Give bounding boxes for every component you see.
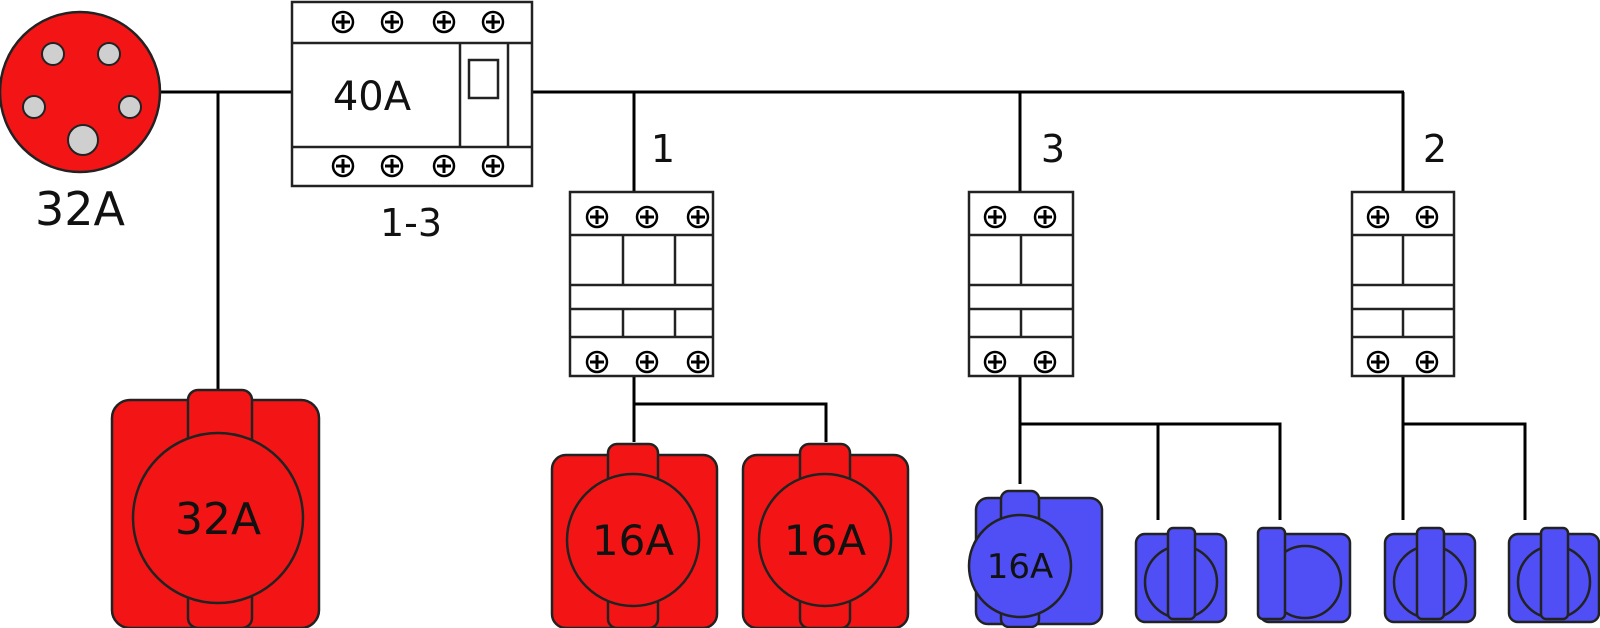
- screw-icon: [686, 205, 710, 229]
- screw-icon: [983, 205, 1007, 229]
- screw-icon: [1415, 350, 1439, 374]
- outlet-face: [757, 472, 893, 608]
- outlet-lid: [1256, 526, 1287, 621]
- main-breaker-caption: 1-3: [380, 201, 442, 245]
- circuit-label: 3: [1041, 127, 1065, 171]
- screw-icon: [331, 10, 355, 34]
- screw-icon: [585, 350, 609, 374]
- screw-icon: [331, 154, 355, 178]
- screw-icon: [585, 205, 609, 229]
- circuit-label: 1: [651, 127, 675, 171]
- outlet-lid: [1415, 526, 1446, 621]
- inlet-plug: 32A: [0, 10, 162, 236]
- outlet-lid: [1166, 526, 1197, 621]
- wires: [160, 90, 1527, 520]
- outlet-rating: 16A: [592, 516, 674, 565]
- screw-icon: [481, 10, 505, 34]
- outlet-lid: [1539, 526, 1570, 621]
- screw-icon: [380, 10, 404, 34]
- wire-c1-out: [632, 375, 828, 442]
- screw-icon: [635, 205, 659, 229]
- screw-icon: [432, 154, 456, 178]
- screw-icon: [983, 350, 1007, 374]
- screw-icon: [635, 350, 659, 374]
- screw-icon: [432, 10, 456, 34]
- inlet-pin: [41, 42, 65, 66]
- outlet-rating: 32A: [175, 494, 261, 545]
- wire-c2-branch: [1403, 422, 1527, 520]
- outlet-16a-blue: 16A: [967, 489, 1104, 628]
- screw-icon: [1415, 205, 1439, 229]
- outlet-32a-red: 32A: [110, 388, 321, 628]
- inlet-pin: [22, 95, 46, 119]
- outlet-rating: 16A: [987, 547, 1054, 587]
- screw-icon: [1033, 350, 1057, 374]
- outlet-schuko-blue-1: [1134, 526, 1228, 624]
- outlet-schuko-blue-4: [1507, 526, 1600, 624]
- main-breaker: 40A 1-3: [290, 0, 534, 245]
- circuit-breaker-2: 2: [1350, 127, 1456, 378]
- main-breaker-toggle: [467, 58, 500, 100]
- inlet-pin: [97, 42, 121, 66]
- outlet-face: [565, 472, 701, 608]
- screw-icon: [481, 154, 505, 178]
- outlet-16a-red-2: 16A: [741, 442, 910, 628]
- screw-icon: [380, 154, 404, 178]
- outlet-face: [967, 513, 1073, 619]
- circuit-breaker-1: 1: [568, 127, 715, 378]
- circuit-label: 2: [1423, 127, 1447, 171]
- inlet-pin: [118, 95, 142, 119]
- outlet-schuko-blue-3: [1383, 526, 1477, 624]
- outlet-face: [131, 431, 305, 605]
- inlet-pin-earth: [67, 124, 99, 156]
- outlet-16a-red-1: 16A: [550, 442, 719, 628]
- main-breaker-rating: 40A: [333, 74, 412, 120]
- screw-icon: [1366, 350, 1390, 374]
- wire-c3-branch: [1020, 422, 1282, 520]
- outlet-schuko-blue-2: [1256, 526, 1352, 624]
- screw-icon: [1366, 205, 1390, 229]
- outlet-rating: 16A: [784, 516, 866, 565]
- circuit-breaker-3: 3: [967, 127, 1075, 378]
- inlet-rating-label: 32A: [35, 182, 126, 236]
- screw-icon: [1033, 205, 1057, 229]
- screw-icon: [686, 350, 710, 374]
